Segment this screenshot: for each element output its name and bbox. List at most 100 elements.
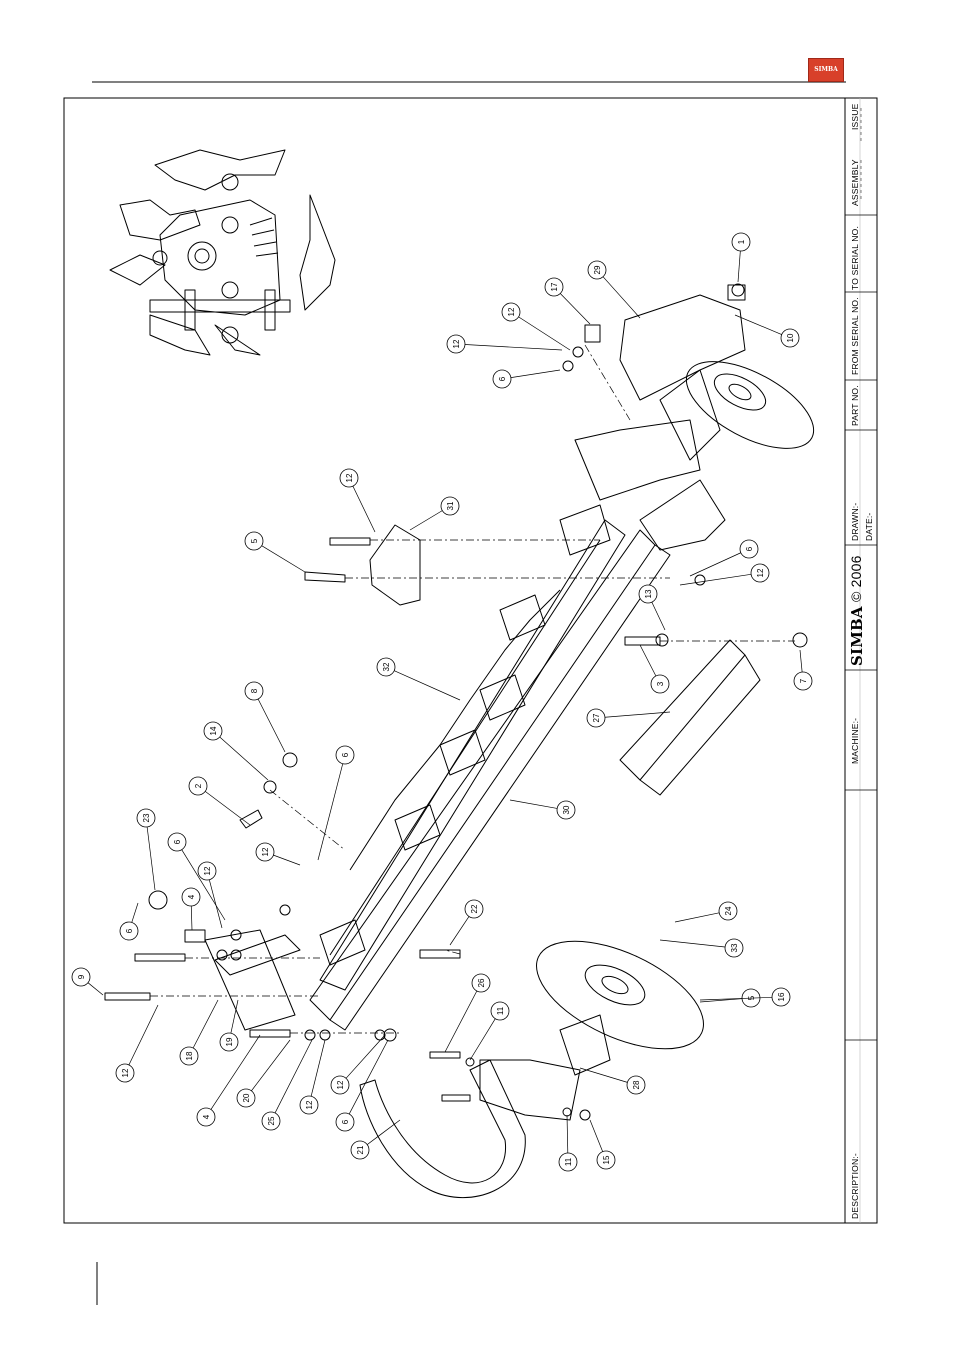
balloon-number: 4: [202, 1114, 211, 1119]
balloon-number: 2: [194, 783, 203, 788]
balloon-callout: 4: [182, 888, 200, 930]
leader-line: [273, 855, 300, 865]
balloon-callout: 12: [502, 303, 570, 350]
balloon-callout: 21: [351, 1120, 400, 1159]
balloon-callout: 12: [256, 843, 300, 865]
balloon-number: 12: [121, 1068, 130, 1077]
balloon-number: 26: [477, 978, 486, 987]
balloon-number: 22: [470, 904, 479, 913]
balloon-callout: 12: [340, 469, 375, 532]
balloon-number: 33: [730, 943, 739, 952]
balloon-callout: 26: [445, 974, 490, 1052]
brand-mark: SIMBA: [848, 606, 866, 666]
leader-line: [560, 293, 590, 324]
drawn-label: DRAWN:-: [850, 503, 860, 541]
balloon-number: 12: [261, 847, 270, 856]
balloon-callout: 20: [237, 1040, 290, 1107]
balloon-callout: 6: [120, 903, 138, 940]
leader-line: [220, 737, 268, 780]
balloon-number: 27: [592, 713, 601, 722]
exploded-assembly-drawing: 1102917121261231561213372732814623023641…: [64, 98, 844, 1222]
balloon-callout: 29: [588, 261, 640, 318]
balloon-callout: 2: [189, 777, 250, 825]
balloon-number: 6: [745, 546, 754, 551]
balloon-number: 6: [341, 752, 350, 757]
leader-line: [675, 913, 719, 922]
balloon-number: 11: [496, 1006, 505, 1015]
leader-line: [738, 251, 740, 282]
leader-line: [349, 1040, 388, 1114]
balloon-number: 12: [305, 1100, 314, 1109]
balloon-callout: 32: [377, 658, 460, 700]
balloon-number: 13: [644, 589, 653, 598]
balloon-number: 12: [452, 339, 461, 348]
balloon-number: 29: [593, 265, 602, 274]
part-no-label: PART NO.: [850, 385, 860, 426]
balloon-number: 5: [250, 538, 259, 543]
simba-logo: SIMBA: [808, 58, 844, 82]
balloon-callout: 8: [245, 682, 285, 752]
balloon-number: 3: [656, 681, 665, 686]
linework: [105, 150, 827, 1198]
balloon-callout: 15: [590, 1120, 615, 1169]
balloon-callout: 12: [447, 335, 562, 353]
balloon-callout: 6: [493, 370, 560, 388]
balloon-number: 17: [550, 282, 559, 291]
leader-line: [88, 983, 103, 995]
leader-line: [193, 1000, 218, 1048]
balloon-number: 18: [185, 1051, 194, 1060]
copyright-text: © 2006: [848, 555, 864, 602]
balloon-number: 12: [345, 473, 354, 482]
balloon-callout: 9: [72, 968, 103, 995]
balloon-callout: 12: [300, 1040, 325, 1114]
balloon-number: 30: [562, 805, 571, 814]
balloon-callout: 5: [245, 532, 305, 572]
balloon-callout: 27: [587, 709, 670, 727]
balloon-number: 4: [187, 894, 196, 899]
leader-line: [450, 916, 469, 945]
leader-line: [251, 1040, 290, 1091]
leader-line: [132, 903, 138, 922]
leader-line: [410, 511, 442, 530]
balloon-callout: 17: [545, 278, 590, 324]
leader-line: [580, 1068, 627, 1082]
leader-line: [318, 764, 343, 860]
balloon-number: 28: [632, 1080, 641, 1089]
balloon-number: 8: [250, 688, 259, 693]
balloon-number: 11: [564, 1157, 573, 1166]
leader-line: [182, 850, 225, 920]
balloon-number: 6: [173, 839, 182, 844]
balloon-number: 25: [267, 1116, 276, 1125]
leader-line: [519, 317, 570, 350]
leader-line: [567, 1115, 568, 1153]
balloon-callout: 6: [690, 540, 758, 576]
balloon-callout: 33: [660, 939, 743, 957]
balloon-callout: 1: [732, 233, 750, 282]
leader-line: [394, 671, 460, 700]
balloon-callout: 25: [262, 1040, 312, 1130]
balloon-callout: 12: [116, 1005, 158, 1082]
balloon-callout: 3: [640, 645, 669, 693]
balloon-number: 31: [446, 501, 455, 510]
leader-line: [510, 800, 557, 808]
leader-line: [652, 602, 665, 630]
balloon-callout: 30: [510, 800, 575, 819]
machine-label: MACHINE:-: [850, 718, 860, 764]
leader-line: [191, 906, 192, 930]
leader-line: [147, 827, 155, 890]
balloon-number: 6: [125, 928, 134, 933]
balloon-number: 12: [507, 307, 516, 316]
leader-line: [603, 277, 640, 318]
balloon-number: 32: [382, 662, 391, 671]
balloon-callout: 13: [639, 585, 665, 630]
balloon-callout: 28: [580, 1068, 645, 1094]
leader-line: [640, 645, 656, 676]
balloon-number: 16: [777, 992, 786, 1001]
balloon-callout: 10: [735, 315, 799, 347]
balloon-number: 1: [737, 239, 746, 244]
leader-line: [258, 699, 285, 752]
balloon-number: 9: [77, 974, 86, 979]
balloon-callout: 22: [450, 900, 483, 945]
leader-line: [590, 1120, 603, 1152]
